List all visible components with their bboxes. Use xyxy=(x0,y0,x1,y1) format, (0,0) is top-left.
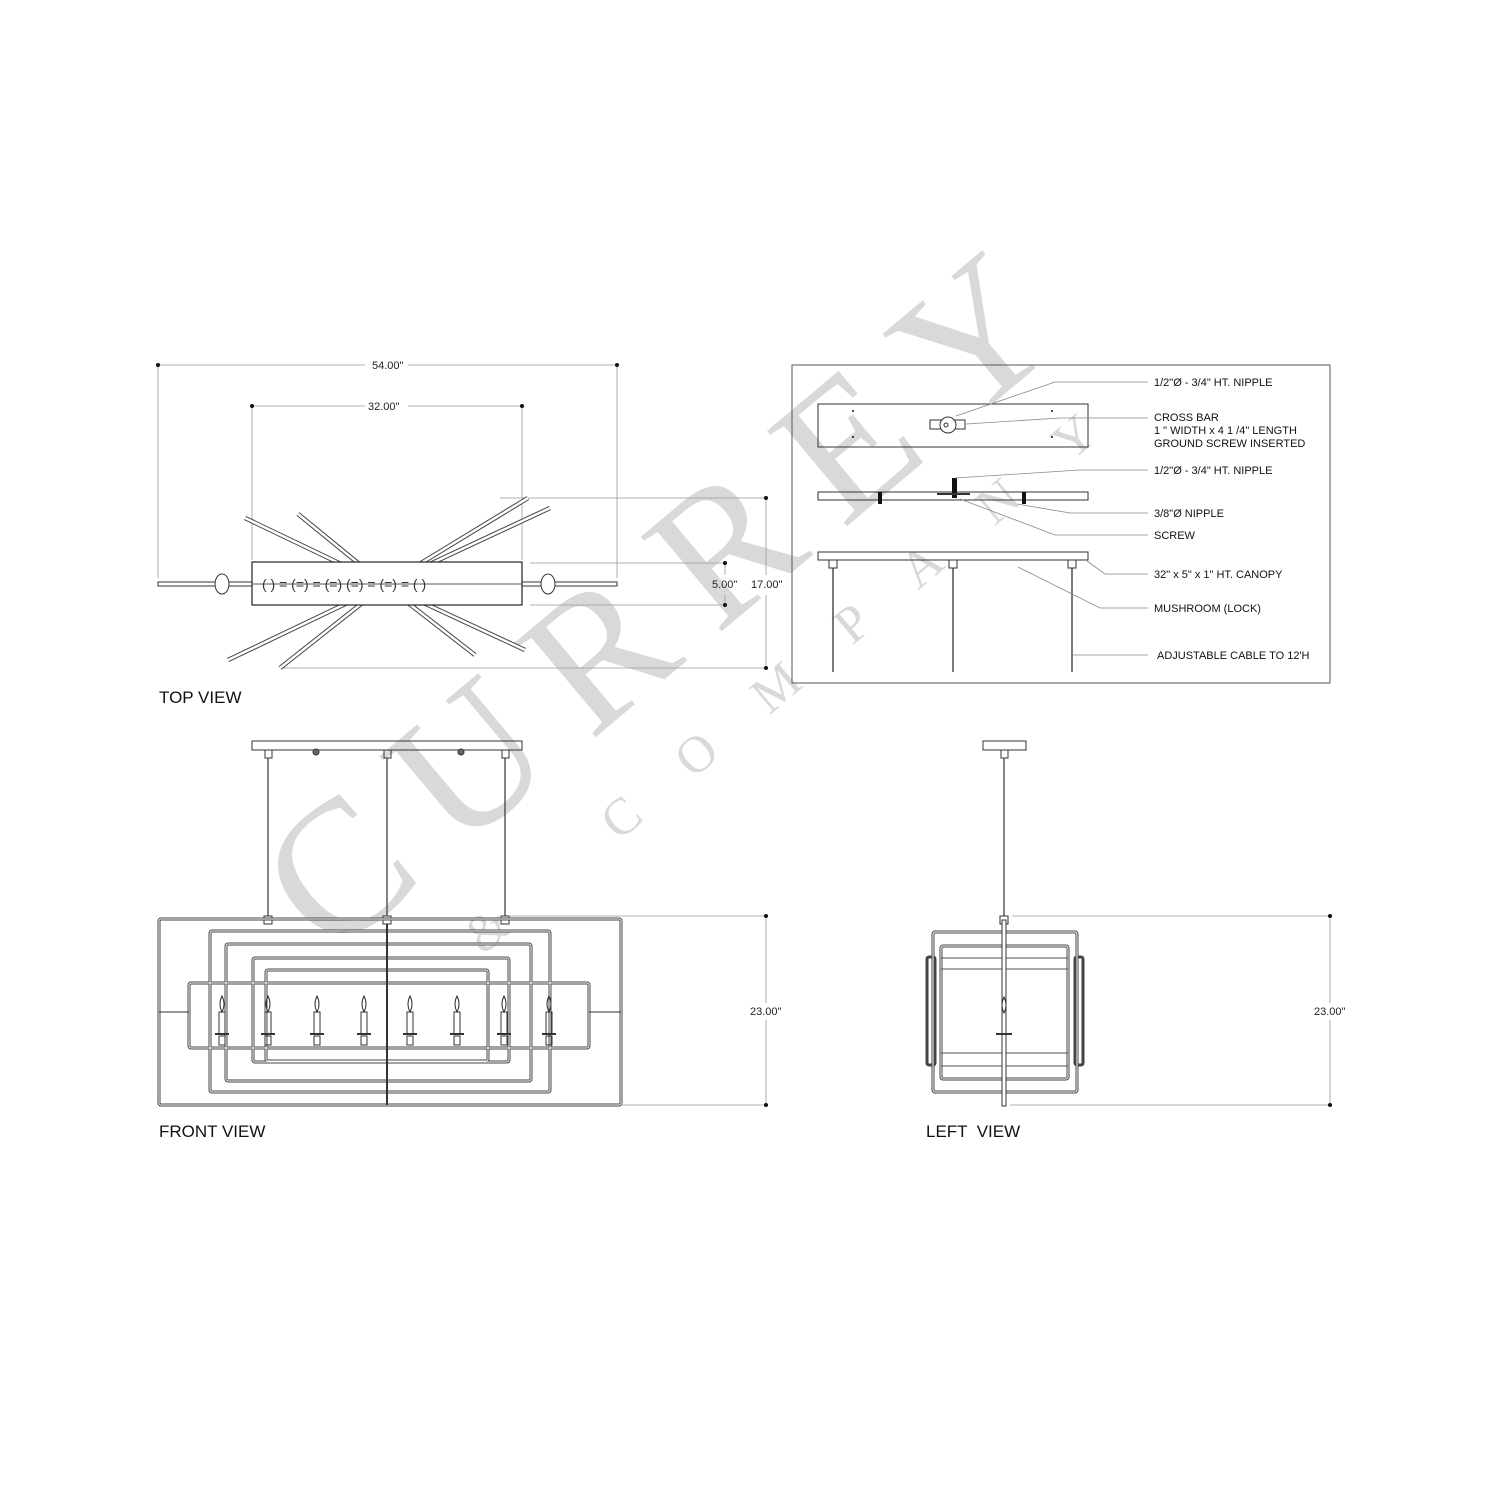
callout-screw: SCREW xyxy=(1154,530,1196,542)
dimension-canopy-width: 32.00" xyxy=(368,401,400,413)
dimension-overall-depth: 17.00" xyxy=(751,579,783,591)
svg-text:( ) = (=) = (=) (=) = (=) =: ( ) = (=) = (=) (=) = (=) = ( ) xyxy=(262,576,426,592)
callout-nipple-side: 1/2"Ø - 3/4" HT. NIPPLE xyxy=(1154,465,1272,477)
dimension-front-height: 23.00" xyxy=(750,1006,782,1018)
candle-group xyxy=(215,994,556,1046)
top-view-label: TOP VIEW xyxy=(159,688,242,707)
left-view-label: LEFT VIEW xyxy=(926,1122,1020,1141)
dimension-canopy-depth: 5.00" xyxy=(712,579,737,591)
dimension-left-height: 23.00" xyxy=(1314,1006,1346,1018)
front-view xyxy=(157,740,768,1107)
callout-adjustable-cable: ADJUSTABLE CABLE TO 12'H xyxy=(1157,650,1310,662)
top-view: ( ) = (=) = (=) (=) = (=) = ( ) xyxy=(156,363,768,670)
callout-canopy: 32" x 5" x 1" HT. CANOPY xyxy=(1154,569,1283,581)
callout-cross-bar-size: 1 " WIDTH x 4 1 /4" LENGTH xyxy=(1154,425,1297,437)
canopy-detail-box xyxy=(791,364,1331,684)
callout-ground-screw: GROUND SCREW INSERTED xyxy=(1154,438,1305,450)
callout-nipple-top: 1/2"Ø - 3/4" HT. NIPPLE xyxy=(1154,377,1272,389)
left-view xyxy=(925,740,1332,1107)
callout-mushroom-lock: MUSHROOM (LOCK) xyxy=(1154,603,1261,615)
callout-small-nipple: 3/8"Ø NIPPLE xyxy=(1154,508,1224,520)
front-view-label: FRONT VIEW xyxy=(159,1122,265,1141)
callout-cross-bar: CROSS BAR xyxy=(1154,412,1219,424)
watermark: CURREY & COMPANY xyxy=(222,189,1155,992)
dimension-overall-width: 54.00" xyxy=(372,360,404,372)
